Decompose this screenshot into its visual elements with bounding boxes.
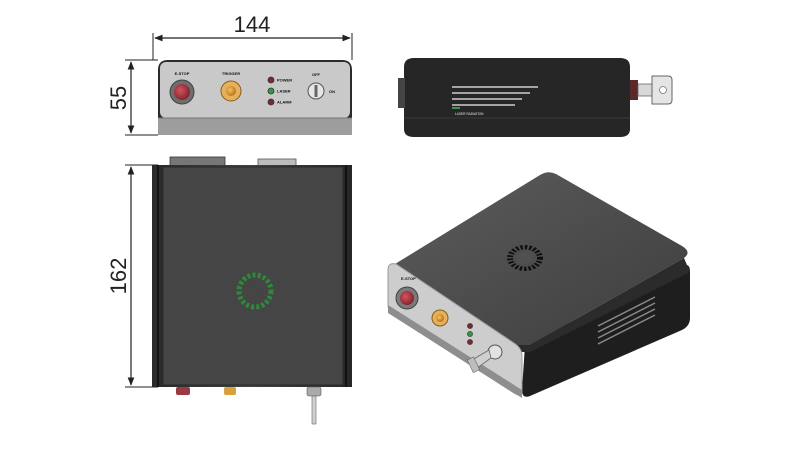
iso-side-face [522,264,690,397]
fan-vent-ring [236,272,274,310]
alarm-led-label: ALARM [277,100,292,105]
rear-connector-right [257,158,297,167]
estop-label: E-STOP [175,71,190,76]
side-view: LASER RADIATION [398,58,673,137]
front-panel [160,62,350,118]
depth-dim-label: 162 [106,258,131,295]
front-view: 144 55 E-STOP TRIGGER POWER LASER ALARM … [106,12,353,136]
front-estop-stub [176,387,190,395]
iso-top-edge [514,258,690,352]
key-on-label: ON [329,89,335,94]
iso-laser-led [467,331,473,337]
height-dim-label: 55 [106,86,131,110]
side-warning-label: LASER RADIATION [455,112,484,116]
laser-led [267,87,275,95]
iso-estop-button[interactable] [400,291,414,305]
front-key-blade [311,395,317,425]
width-dim-label: 144 [234,12,271,37]
side-rear-connector [398,78,405,108]
svg-text:E-STOP: E-STOP [401,276,416,281]
top-view: 162 [106,156,352,425]
front-key-stub [306,386,322,397]
estop-button[interactable] [174,84,190,100]
power-led [267,76,275,84]
iso-side-vent-4 [597,314,656,345]
iso-power-led [467,323,473,329]
key-off-label: OFF [312,72,321,77]
side-key-switch-body [630,80,638,100]
iso-side-vent-3 [597,308,656,339]
front-trigger-stub [224,387,236,395]
trigger-label: TRIGGER [222,71,240,76]
isometric-view: E-STOP [387,172,690,398]
top-cover [162,166,344,386]
iso-trigger-connector[interactable] [436,314,444,322]
iso-base [388,305,522,398]
trigger-connector[interactable] [226,86,236,96]
power-led-label: POWER [277,78,292,83]
laser-led-label: LASER [277,89,291,94]
front-base [158,118,352,135]
rear-connector-left [169,156,226,167]
iso-top-face [395,172,688,348]
iso-side-vent-2 [597,302,656,333]
iso-side-vent-1 [597,296,656,327]
side-housing [404,58,630,137]
iso-alarm-led [467,339,473,345]
alarm-led [267,98,275,106]
iso-fan-vent [507,245,543,271]
